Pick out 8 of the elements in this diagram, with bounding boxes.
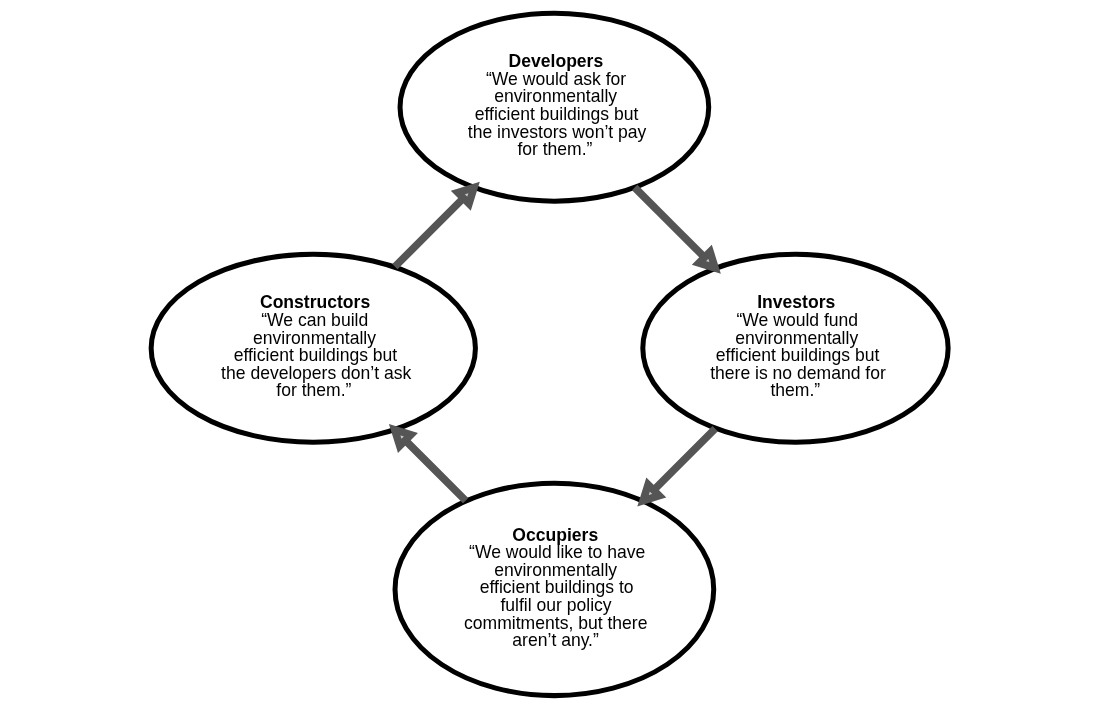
arrow [391, 181, 480, 270]
node-ellipse: Developers “We would ask for environmentally efficient buildings but the investors won’t pay for them.” [397, 10, 711, 204]
node-ellipse: Occupiers “We would like to have environmentally efficient buildings to fulfil our policy commitments, but there aren’t any.” [392, 480, 716, 699]
arrow [636, 425, 718, 507]
node-ellipse: Investors “We would fund environmentally efficient buildings but there is no demand for them.” [639, 251, 951, 445]
arrow [631, 184, 721, 274]
node-ellipse: Constructors “We can build environmentally efficient buildings but the developers don’t ask for them.” [148, 251, 478, 445]
arrow [388, 423, 468, 504]
